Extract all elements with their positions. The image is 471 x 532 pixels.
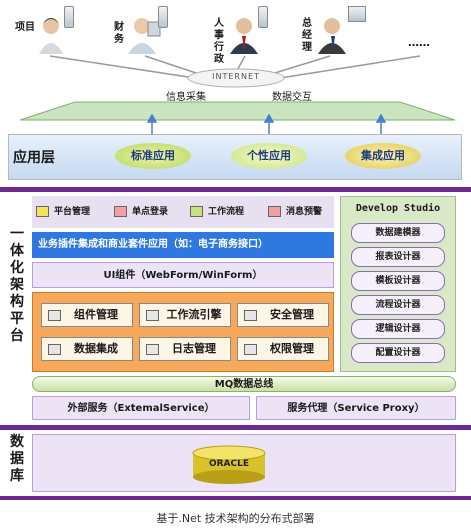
develop-studio: Develop Studio 数据建模器 报表设计器 模板设计器 流程设计器 逻…: [340, 196, 456, 372]
ui-component-bar: UI组件（WebForm/WinForm）: [32, 262, 334, 288]
service-proxy: 服务代理（Service Proxy）: [256, 396, 456, 420]
user-label-gm: 总经理: [302, 18, 312, 53]
tool-data-modeler: 数据建模器: [351, 223, 445, 243]
component-icon: [146, 344, 159, 355]
module-icon: [268, 206, 281, 217]
app-standard: 标准应用: [115, 143, 191, 169]
user-photo-finance: [126, 14, 162, 54]
module-label: 平台管理: [54, 207, 91, 217]
tool-flow-designer: 流程设计器: [351, 295, 445, 315]
database-bottom-bar: [0, 496, 471, 500]
component-cell: 日志管理: [139, 337, 231, 361]
component-icon: [146, 310, 159, 321]
user-device-finance: [158, 6, 168, 28]
modules-row: 平台管理 单点登录 工作流程 消息预警: [32, 196, 334, 228]
user-label-more: ……: [408, 36, 430, 49]
internet-label: INTERNET: [212, 72, 260, 81]
oracle-db-icon: ORACLE: [189, 445, 269, 485]
develop-studio-title: Develop Studio: [355, 203, 441, 214]
database-panel: ORACLE: [32, 434, 456, 492]
platform-title: 一 体 化 架 构 平 台: [10, 226, 24, 344]
module-icon: [190, 206, 203, 217]
interact-label: 数据交互: [272, 92, 312, 103]
module-icon: [114, 206, 127, 217]
internet-connector: INTERNET: [0, 54, 471, 94]
module-label: 消息预警: [286, 207, 323, 217]
user-photo-project: [36, 14, 66, 54]
tool-template-designer: 模板设计器: [351, 271, 445, 291]
external-service: 外部服务（ExtemalService）: [32, 396, 250, 420]
app-layer-title: 应用层: [13, 150, 55, 166]
component-cell: 安全管理: [237, 303, 329, 327]
component-cell: 组件管理: [41, 303, 133, 327]
components-grid: 组件管理 工作流引擎 安全管理 数据集成 日志管理 权限管理: [32, 292, 334, 372]
mq-bus: MQ数据总线: [32, 376, 456, 392]
component-icon: [244, 310, 257, 321]
green-slab: [0, 100, 471, 124]
module-label: 单点登录: [132, 207, 169, 217]
app-layer: 应用层 标准应用 个性应用 集成应用: [8, 134, 462, 180]
module-label: 工作流程: [208, 207, 245, 217]
database-title: 数 据 库: [10, 434, 24, 484]
user-device-hr: [258, 6, 268, 28]
component-cell: 工作流引擎: [139, 303, 231, 327]
tool-config-designer: 配置设计器: [351, 343, 445, 363]
user-label-hr: 人事行政: [214, 18, 224, 65]
user-photo-hr: [228, 14, 260, 54]
component-icon: [244, 344, 257, 355]
tool-report-designer: 报表设计器: [351, 247, 445, 267]
caption: 基于.Net 技术架构的分布式部署: [156, 512, 315, 525]
component-cell: 数据集成: [41, 337, 133, 361]
module-alerts: 消息预警: [268, 202, 332, 222]
module-sso: 单点登录: [114, 202, 178, 222]
app-integrated: 集成应用: [345, 143, 421, 169]
user-photo-gm: [316, 14, 350, 54]
user-label-finance: 财务: [114, 22, 124, 45]
module-workflow: 工作流程: [190, 202, 254, 222]
app-custom: 个性应用: [231, 143, 307, 169]
module-platform-mgmt: 平台管理: [36, 202, 100, 222]
user-device-gm: [348, 6, 366, 22]
user-label-project: 项目: [15, 22, 35, 33]
platform-top-bar: [0, 187, 471, 192]
business-plugin-bar: 业务插件集成和商业套件应用（如：电子商务接口）: [32, 232, 334, 258]
component-icon: [48, 344, 61, 355]
tool-logic-designer: 逻辑设计器: [351, 319, 445, 339]
component-icon: [48, 310, 61, 321]
oracle-label: ORACLE: [208, 459, 250, 469]
users-row: 项目 财务 人事行政 总经理 ……: [0, 0, 471, 65]
collect-label: 信息采集: [166, 92, 206, 103]
user-device-project: [64, 6, 74, 28]
platform-bottom-bar: [0, 425, 471, 430]
component-cell: 权限管理: [237, 337, 329, 361]
module-icon: [36, 206, 49, 217]
